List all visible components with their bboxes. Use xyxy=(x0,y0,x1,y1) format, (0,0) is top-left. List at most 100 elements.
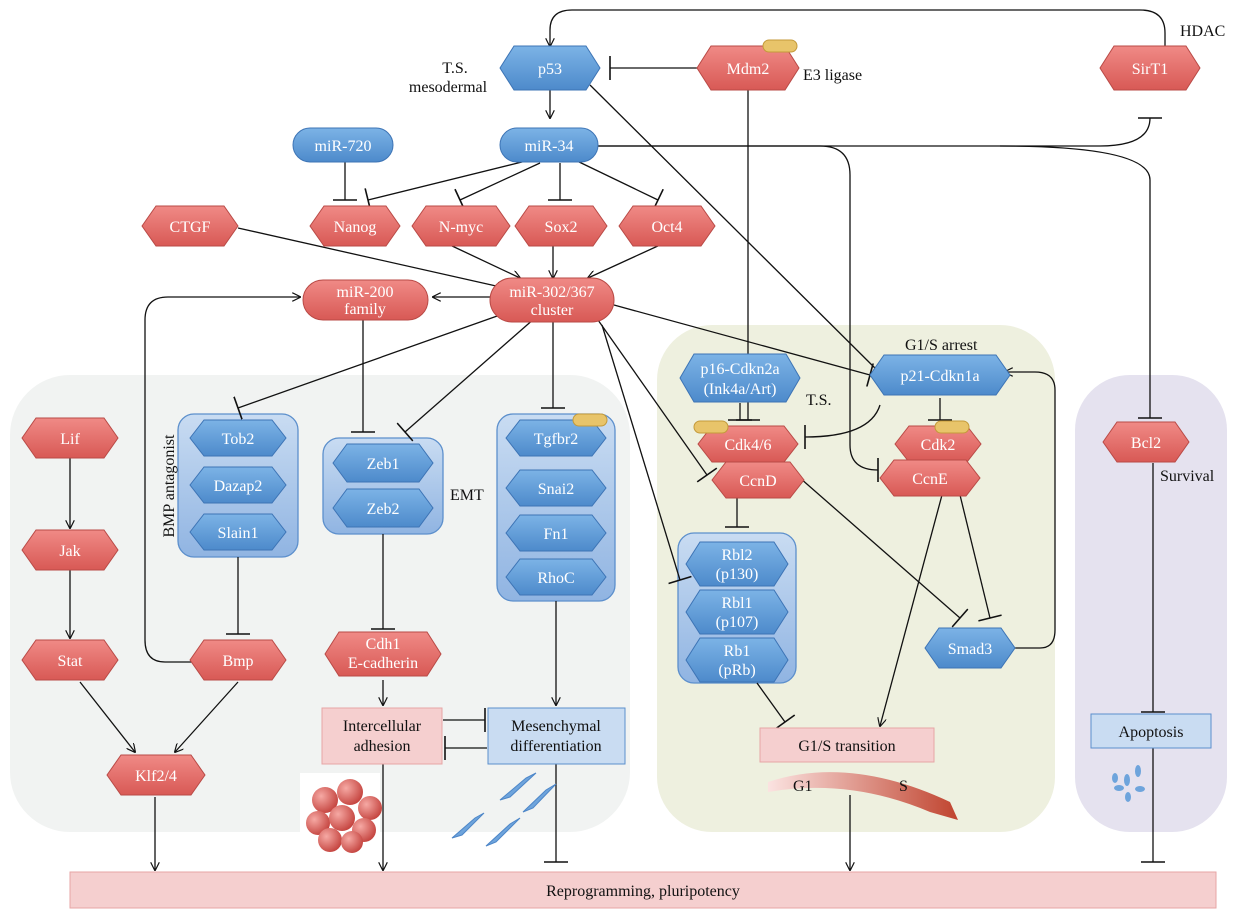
mesenchymal-cells-illustration xyxy=(451,772,557,847)
rhoc-node: RhoC xyxy=(505,558,607,596)
nmyc-node: N-myc xyxy=(411,205,511,247)
nmyc-label: N-myc xyxy=(439,219,483,236)
ts-label-2: mesodermal xyxy=(409,79,488,96)
mir720-node: miR-720 xyxy=(292,127,394,163)
mir34-node: miR-34 xyxy=(499,127,599,163)
rbl1-label-1: Rbl1 xyxy=(721,595,752,612)
rbl2-label-2: (p130) xyxy=(716,566,759,583)
zeb2-label: Zeb2 xyxy=(367,501,400,518)
rbl1-node: Rbl1 (p107) xyxy=(685,589,789,635)
ctgf-label: CTGF xyxy=(170,219,211,236)
g1s-transition-box: G1/S transition xyxy=(759,727,935,763)
p53-node: p53 xyxy=(499,45,601,91)
slain1-label: Slain1 xyxy=(218,525,259,542)
sirt1-node: SirT1 xyxy=(1099,45,1201,91)
hdac-label: HDAC xyxy=(1180,23,1225,40)
sox2-label: Sox2 xyxy=(545,219,578,236)
mesenchymal-label-1: Mesenchymal xyxy=(511,718,601,735)
bmp-label: Bmp xyxy=(222,653,253,670)
rb1-node: Rb1 (pRb) xyxy=(685,637,789,683)
g1s-arrest-label: G1/S arrest xyxy=(905,337,978,354)
smad3-label: Smad3 xyxy=(948,641,992,658)
emt-label: EMT xyxy=(450,487,484,504)
mir720-label: miR-720 xyxy=(315,138,372,155)
s-label: S xyxy=(899,778,908,795)
reprogramming-bar: Reprogramming, pluripotency xyxy=(69,871,1217,909)
tob2-label: Tob2 xyxy=(222,431,255,448)
tob2-node: Tob2 xyxy=(189,419,287,457)
p16-node: p16-Cdkn2a (Ink4a/Art) xyxy=(679,353,801,403)
left-panel xyxy=(10,375,630,832)
tgfbr2-phospho-mark xyxy=(572,413,608,427)
adhesion-label-1: Intercellular xyxy=(343,718,422,735)
sirt1-label: SirT1 xyxy=(1132,61,1168,78)
cell-cluster-illustration xyxy=(300,773,382,853)
fn1-label: Fn1 xyxy=(544,526,569,543)
cdk2-label: Cdk2 xyxy=(921,437,956,454)
lif-node: Lif xyxy=(21,417,119,459)
zeb2-node: Zeb2 xyxy=(332,488,434,528)
g1s-transition-label: G1/S transition xyxy=(798,738,895,755)
jak-node: Jak xyxy=(21,529,119,571)
p16-label-1: p16-Cdkn2a xyxy=(700,361,779,378)
jak-label: Jak xyxy=(59,543,80,560)
mir200-node: miR-200 family xyxy=(302,279,429,321)
klf-node: Klf2/4 xyxy=(106,754,206,796)
cdh1-node: Cdh1 E-cadherin xyxy=(324,631,442,677)
p21-label: p21-Cdkn1a xyxy=(900,368,979,385)
nanog-node: Nanog xyxy=(309,205,401,247)
mdm2-label: Mdm2 xyxy=(727,61,770,78)
bmp-node: Bmp xyxy=(189,639,287,681)
rbl2-node: Rbl2 (p130) xyxy=(685,541,789,587)
apoptosis-box: Apoptosis xyxy=(1090,713,1212,749)
mir302-label-2: cluster xyxy=(531,302,574,319)
rb1-label-2: (pRb) xyxy=(718,662,755,679)
nanog-label: Nanog xyxy=(334,219,377,236)
bcl2-label: Bcl2 xyxy=(1131,435,1161,452)
cdk46-phospho-mark xyxy=(693,420,729,434)
klf-label: Klf2/4 xyxy=(135,768,177,785)
mir302-label-1: miR-302/367 xyxy=(509,284,594,301)
smad3-node: Smad3 xyxy=(924,627,1016,669)
cdk2-node: Cdk2 xyxy=(894,420,982,463)
tgfbr2-label: Tgfbr2 xyxy=(534,431,578,448)
apoptosis-label: Apoptosis xyxy=(1119,724,1184,741)
zeb1-label: Zeb1 xyxy=(367,456,400,473)
dazap2-node: Dazap2 xyxy=(189,466,287,504)
reprogramming-label: Reprogramming, pluripotency xyxy=(546,883,740,900)
bmp-antagonist-label: BMP antagonist xyxy=(161,434,178,538)
mir34-label: miR-34 xyxy=(525,138,574,155)
ts-label-1: T.S. xyxy=(442,60,467,77)
e3-ligase-label: E3 ligase xyxy=(803,67,862,84)
ctgf-node: CTGF xyxy=(141,205,239,247)
apoptotic-bodies-illustration xyxy=(1112,765,1145,802)
p53-label: p53 xyxy=(538,61,562,78)
cdh1-label-2: E-cadherin xyxy=(348,655,418,672)
oct4-label: Oct4 xyxy=(651,219,682,236)
ccne-label: CcnE xyxy=(912,471,948,488)
mesenchymal-box: Mesenchymal differentiation xyxy=(487,707,626,765)
rb1-label-1: Rb1 xyxy=(724,643,751,660)
cell-cycle-arc: G1 S xyxy=(768,772,958,820)
fn1-node: Fn1 xyxy=(505,514,607,552)
cdk2-phospho-mark xyxy=(934,420,970,434)
p16-label-2: (Ink4a/Art) xyxy=(704,381,777,398)
rbl1-label-2: (p107) xyxy=(716,614,759,631)
dazap2-label: Dazap2 xyxy=(214,478,263,495)
oct4-node: Oct4 xyxy=(618,205,716,247)
mir302-node: miR-302/367 cluster xyxy=(489,277,615,323)
ts2-label: T.S. xyxy=(806,392,831,409)
p21-node: p21-Cdkn1a xyxy=(869,354,1011,396)
ccnd-node: CcnD xyxy=(711,461,805,499)
g1-label: G1 xyxy=(793,778,813,795)
adhesion-label-2: adhesion xyxy=(354,738,411,755)
zeb1-node: Zeb1 xyxy=(332,443,434,483)
stat-label: Stat xyxy=(58,653,83,670)
mir200-label-2: family xyxy=(344,301,386,318)
ccne-node: CcnE xyxy=(879,459,981,497)
mdm2-node: Mdm2 xyxy=(696,39,800,91)
mir200-label-1: miR-200 xyxy=(337,284,394,301)
cdk46-node: Cdk4/6 xyxy=(693,420,799,463)
